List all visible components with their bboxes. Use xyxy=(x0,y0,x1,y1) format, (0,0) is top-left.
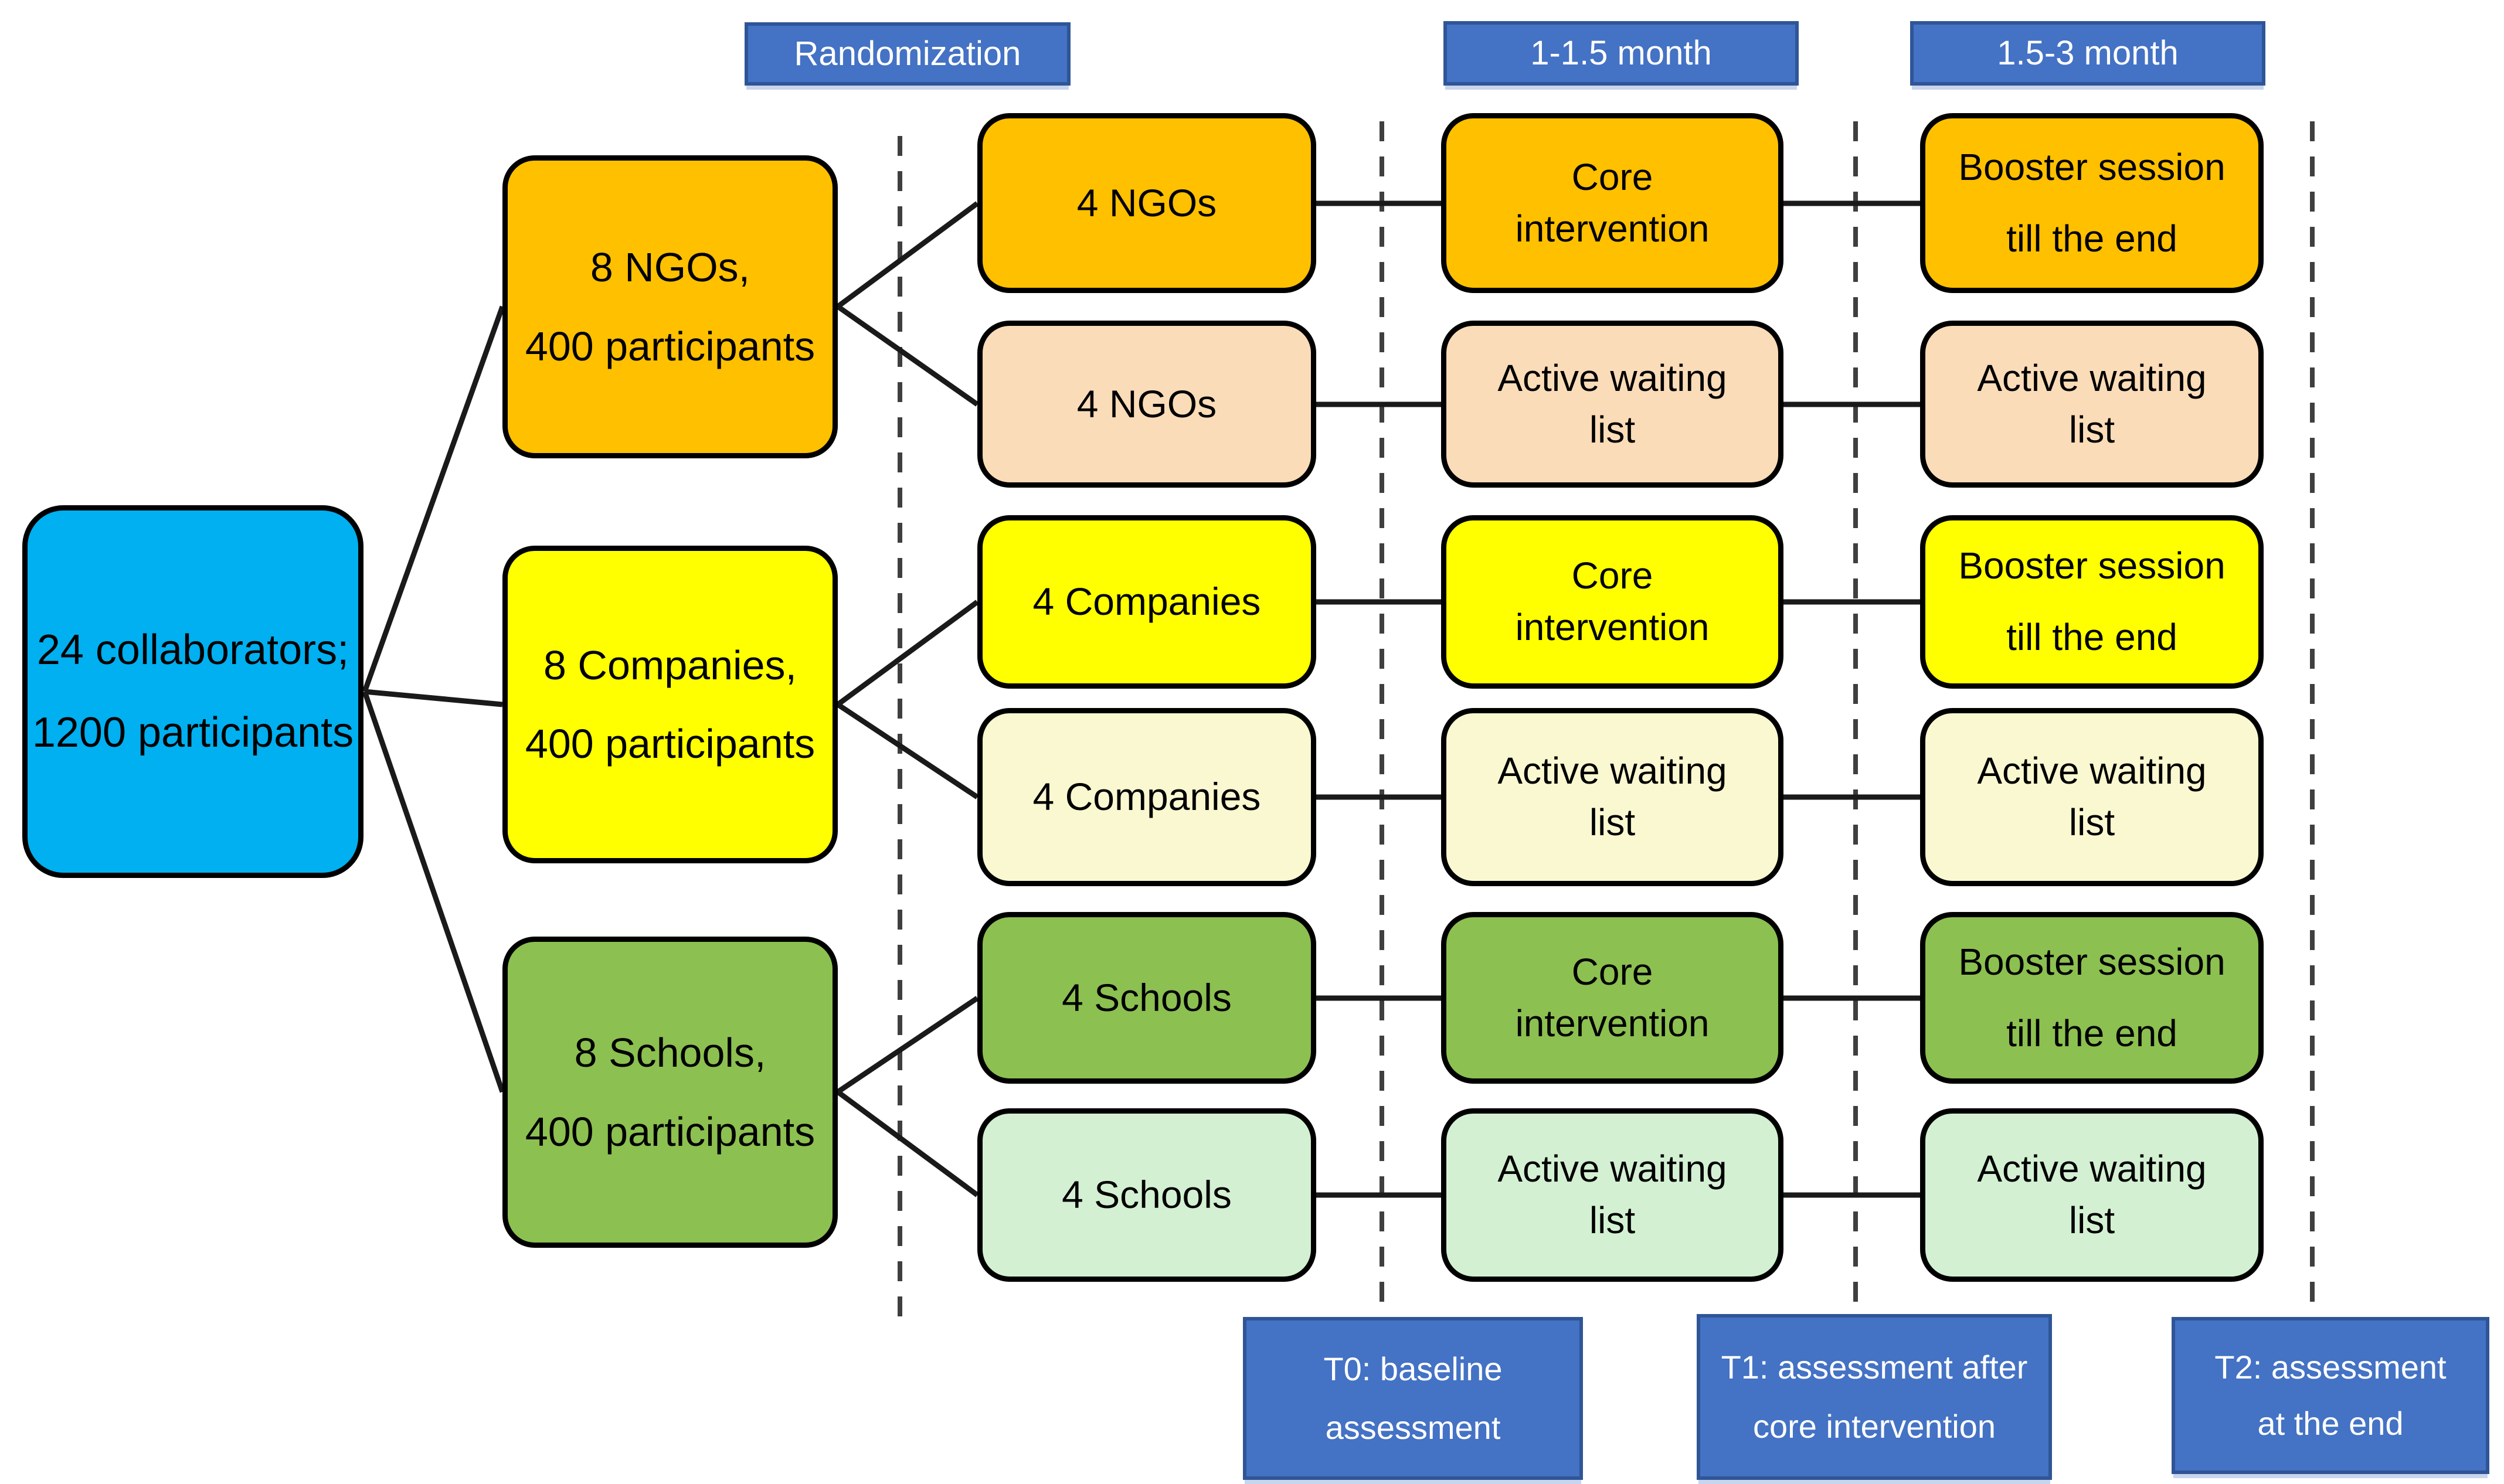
connector-root-schools xyxy=(362,690,505,1093)
timepoint-t2-line1: T2: assessment xyxy=(2214,1348,2447,1386)
arm-node-schools-intervention: 4 Schools xyxy=(977,912,1316,1084)
phase1-node-companies-core-intervention: Core intervention xyxy=(1441,515,1783,689)
arm-schools-control-label: 4 Schools xyxy=(1062,1173,1232,1217)
phase2-node-ngos-booster: Booster session till the end xyxy=(1920,113,2264,293)
timepoint-t1: T1: assessment after core intervention xyxy=(1697,1314,2052,1480)
phase2-node-ngos-waiting-list: Active waiting list xyxy=(1920,321,2264,488)
arm-companies-intervention-label: 4 Companies xyxy=(1032,580,1261,624)
connector-companies-arm3 xyxy=(836,600,979,707)
phase1-node-schools-waiting-list: Active waiting list xyxy=(1441,1108,1783,1282)
group-node-schools: 8 Schools, 400 participants xyxy=(502,937,838,1248)
header-month-1-label: 1-1.5 month xyxy=(1530,34,1712,73)
phase1-schools-line1: Core xyxy=(1571,950,1653,993)
root-line1: 24 collaborators; xyxy=(36,627,349,674)
phase1-companies-waiting-line2: list xyxy=(1589,801,1636,843)
arm-ngos-control-label: 4 NGOs xyxy=(1076,382,1217,426)
root-node-collaborators: 24 collaborators; 1200 participants xyxy=(22,505,363,878)
arm-node-schools-control: 4 Schools xyxy=(977,1108,1316,1282)
group-ngos-line1: 8 NGOs, xyxy=(590,244,750,290)
phase2-node-companies-booster: Booster session till the end xyxy=(1920,515,2264,689)
arm-node-ngos-intervention: 4 NGOs xyxy=(977,113,1316,293)
arm-companies-control-label: 4 Companies xyxy=(1032,775,1261,819)
timepoint-t2-line2: at the end xyxy=(2257,1405,2404,1442)
phase2-node-schools-booster: Booster session till the end xyxy=(1920,912,2264,1084)
connector-ngos-arm2 xyxy=(836,304,979,407)
timepoint-t1-line2: core intervention xyxy=(1752,1408,1996,1445)
connector-root-ngos xyxy=(362,305,505,693)
phase1-companies-line1: Core xyxy=(1571,554,1653,597)
phase2-companies-line2: till the end xyxy=(2006,616,2177,658)
group-companies-line1: 8 Companies, xyxy=(543,642,797,688)
phase2-schools-line2: till the end xyxy=(2006,1012,2177,1054)
header-month-2-label: 1.5-3 month xyxy=(1997,34,2179,73)
phase2-ngos-waiting-line1: Active waiting xyxy=(1977,356,2207,399)
header-randomization: Randomization xyxy=(745,22,1071,86)
arm-node-companies-intervention: 4 Companies xyxy=(977,515,1316,689)
arm-ngos-intervention-label: 4 NGOs xyxy=(1076,181,1217,224)
timepoint-t2: T2: assessment at the end xyxy=(2172,1317,2489,1474)
phase2-companies-line1: Booster session xyxy=(1958,544,2226,587)
root-line2: 1200 participants xyxy=(32,709,354,756)
phase1-schools-waiting-line2: list xyxy=(1589,1199,1636,1241)
connector-root-companies xyxy=(364,689,503,707)
phase2-ngos-waiting-line2: list xyxy=(2068,408,2115,451)
phase1-companies-line2: intervention xyxy=(1515,606,1710,648)
phase2-schools-waiting-line1: Active waiting xyxy=(1977,1148,2207,1190)
arm-schools-intervention-label: 4 Schools xyxy=(1062,975,1232,1019)
arm-node-companies-control: 4 Companies xyxy=(977,708,1316,886)
group-node-ngos: 8 NGOs, 400 participants xyxy=(502,155,838,458)
group-schools-line1: 8 Schools, xyxy=(574,1030,766,1075)
phase2-ngos-line2: till the end xyxy=(2006,217,2177,260)
connector-schools-arm6 xyxy=(836,1090,979,1197)
phase1-ngos-waiting-line2: list xyxy=(1589,408,1636,451)
phase1-node-companies-waiting-list: Active waiting list xyxy=(1441,708,1783,886)
header-month-1: 1-1.5 month xyxy=(1443,21,1799,86)
phase2-ngos-line1: Booster session xyxy=(1958,145,2226,188)
phase2-schools-line1: Booster session xyxy=(1958,940,2226,983)
arm-node-ngos-control: 4 NGOs xyxy=(977,321,1316,488)
group-schools-line2: 400 participants xyxy=(525,1108,816,1155)
phase2-node-schools-waiting-list: Active waiting list xyxy=(1920,1108,2264,1282)
phase1-schools-line2: intervention xyxy=(1515,1002,1710,1044)
phase2-companies-waiting-line2: list xyxy=(2068,801,2115,843)
header-month-2: 1.5-3 month xyxy=(1910,21,2265,86)
connector-ngos-arm1 xyxy=(836,201,979,309)
group-companies-line2: 400 participants xyxy=(525,721,816,767)
group-ngos-line2: 400 participants xyxy=(525,323,816,369)
group-node-companies: 8 Companies, 400 participants xyxy=(502,546,838,863)
timepoint-t0-line2: assessment xyxy=(1325,1409,1501,1446)
timepoint-t0-line1: T0: baseline xyxy=(1323,1350,1503,1388)
phase1-ngos-waiting-line1: Active waiting xyxy=(1497,356,1727,399)
timepoint-t0: T0: baseline assessment xyxy=(1243,1317,1583,1480)
phase1-ngos-line2: intervention xyxy=(1515,207,1710,250)
phase2-companies-waiting-line1: Active waiting xyxy=(1977,750,2207,792)
header-randomization-label: Randomization xyxy=(794,35,1021,73)
phase1-node-ngos-waiting-list: Active waiting list xyxy=(1441,321,1783,488)
phase1-node-schools-core-intervention: Core intervention xyxy=(1441,912,1783,1084)
timepoint-t1-line1: T1: assessment after xyxy=(1721,1348,2028,1386)
connector-companies-arm4 xyxy=(836,702,979,799)
connector-schools-arm5 xyxy=(836,996,979,1094)
phase2-schools-waiting-line2: list xyxy=(2068,1199,2115,1241)
phase2-node-companies-waiting-list: Active waiting list xyxy=(1920,708,2264,886)
phase1-node-ngos-core-intervention: Core intervention xyxy=(1441,113,1783,293)
phase1-companies-waiting-line1: Active waiting xyxy=(1497,750,1727,792)
phase1-ngos-line1: Core xyxy=(1571,155,1653,198)
phase1-schools-waiting-line1: Active waiting xyxy=(1497,1148,1727,1190)
